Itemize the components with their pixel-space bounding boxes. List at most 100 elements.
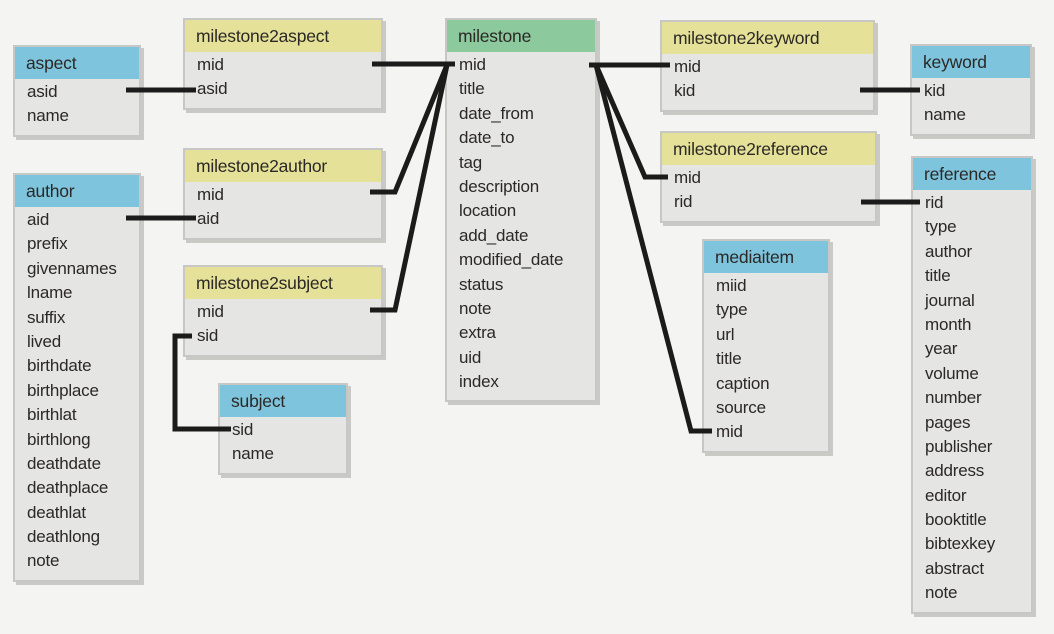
field-reference-number: number bbox=[925, 388, 982, 408]
field-reference-title: title bbox=[925, 266, 951, 286]
field-milestone-note: note bbox=[459, 298, 492, 318]
field-milestone2aspect-asid: asid bbox=[197, 79, 228, 99]
field-milestone-index: index bbox=[459, 372, 499, 392]
relationship-milestone.mid-to-milestone2reference.mid[interactable] bbox=[593, 63, 668, 180]
relationship-milestone2subject.sid-to-subject.sid[interactable] bbox=[172, 333, 231, 432]
table-header-milestone2aspect: milestone2aspect bbox=[185, 20, 381, 52]
field-reference-abstract: abstract bbox=[925, 558, 984, 578]
field-reference-address: address bbox=[925, 461, 985, 481]
table-keyword[interactable]: keyword kid name bbox=[910, 44, 1032, 136]
field-author-deathplace: deathplace bbox=[27, 478, 109, 498]
table-header-subject: subject bbox=[220, 385, 346, 417]
field-author-deathdate: deathdate bbox=[27, 453, 101, 473]
table-fields-milestone2aspect: mid asid bbox=[185, 52, 381, 108]
field-milestone2author-aid: aid bbox=[197, 209, 220, 229]
field-milestone-modified_date: modified_date bbox=[459, 250, 564, 270]
field-mediaitem-title: title bbox=[716, 349, 742, 369]
field-author-aid: aid bbox=[27, 210, 50, 229]
field-milestone-title: title bbox=[459, 79, 485, 99]
table-header-author: author bbox=[15, 175, 139, 207]
field-author-deathlong: deathlong bbox=[27, 527, 100, 547]
field-milestone2author-mid: mid bbox=[197, 185, 224, 204]
table-milestone2aspect[interactable]: milestone2aspect mid asid bbox=[183, 18, 383, 110]
field-milestone-date_to: date_to bbox=[459, 128, 515, 148]
field-milestone2keyword-kid: kid bbox=[674, 81, 696, 101]
field-milestone2subject-mid: mid bbox=[197, 302, 224, 321]
table-fields-milestone2subject: mid sid bbox=[185, 299, 381, 355]
field-reference-author: author bbox=[925, 241, 973, 261]
table-fields-aspect: asid name bbox=[15, 79, 139, 135]
field-aspect-asid: asid bbox=[27, 82, 58, 101]
field-mediaitem-source: source bbox=[716, 397, 766, 417]
field-milestone-add_date: add_date bbox=[459, 225, 529, 245]
field-reference-year: year bbox=[925, 339, 958, 359]
table-header-milestone: milestone bbox=[447, 20, 595, 52]
table-header-milestone2keyword: milestone2keyword bbox=[662, 22, 873, 54]
field-subject-sid: sid bbox=[232, 420, 254, 439]
field-author-birthdate: birthdate bbox=[27, 356, 92, 376]
field-milestone-location: location bbox=[459, 201, 516, 221]
field-keyword-name: name bbox=[924, 105, 966, 125]
field-mediaitem-type: type bbox=[716, 300, 748, 320]
table-header-milestone2author: milestone2author bbox=[185, 150, 381, 182]
field-mediaitem-url: url bbox=[716, 324, 735, 344]
field-author-prefix: prefix bbox=[27, 234, 68, 254]
field-author-birthplace: birthplace bbox=[27, 380, 99, 400]
field-reference-publisher: publisher bbox=[925, 436, 993, 456]
table-milestone2subject[interactable]: milestone2subject mid sid bbox=[183, 265, 383, 357]
table-milestone2keyword[interactable]: milestone2keyword mid kid bbox=[660, 20, 875, 112]
table-header-milestone2reference: milestone2reference bbox=[662, 133, 875, 165]
field-author-givennames: givennames bbox=[27, 258, 117, 278]
field-author-deathlat: deathlat bbox=[27, 502, 86, 522]
table-fields-milestone2keyword: mid kid bbox=[662, 54, 873, 110]
field-milestone2keyword-mid: mid bbox=[674, 57, 701, 76]
field-reference-editor: editor bbox=[925, 485, 967, 505]
field-milestone-extra: extra bbox=[459, 323, 496, 343]
field-reference-pages: pages bbox=[925, 412, 971, 432]
field-mediaitem-caption: caption bbox=[716, 373, 770, 393]
table-fields-milestone2author: mid aid bbox=[185, 182, 381, 238]
field-reference-volume: volume bbox=[925, 363, 979, 383]
table-header-mediaitem: mediaitem bbox=[704, 241, 828, 273]
field-author-lname: lname bbox=[27, 283, 73, 303]
field-milestone2aspect-mid: mid bbox=[197, 55, 224, 74]
field-author-lived: lived bbox=[27, 331, 61, 351]
field-reference-booktitle: booktitle bbox=[925, 510, 987, 530]
field-milestone-description: description bbox=[459, 176, 540, 196]
table-author[interactable]: author aid prefix givennames lname suffix live… bbox=[13, 173, 141, 582]
field-milestone-mid: mid bbox=[459, 55, 486, 74]
table-header-keyword: keyword bbox=[912, 46, 1030, 78]
field-reference-journal: journal bbox=[925, 290, 975, 310]
field-keyword-kid: kid bbox=[924, 81, 946, 100]
field-reference-month: month bbox=[925, 314, 972, 334]
field-milestone-tag: tag bbox=[459, 152, 483, 172]
field-reference-bibtexkey: bibtexkey bbox=[925, 534, 996, 554]
table-header-milestone2subject: milestone2subject bbox=[185, 267, 381, 299]
field-milestone2subject-sid: sid bbox=[197, 326, 219, 346]
relationship-milestone2author.mid-to-milestone.mid[interactable] bbox=[370, 64, 450, 195]
field-author-suffix: suffix bbox=[27, 307, 66, 327]
table-milestone2author[interactable]: milestone2author mid aid bbox=[183, 148, 383, 240]
field-milestone2reference-mid: mid bbox=[674, 168, 701, 187]
relationship-milestone.mid-to-mediaitem.mid[interactable] bbox=[593, 64, 712, 434]
field-mediaitem-miid: miid bbox=[716, 276, 747, 295]
field-author-birthlat: birthlat bbox=[27, 405, 77, 425]
table-header-reference: reference bbox=[913, 158, 1031, 190]
relationship-milestone2subject.mid-to-milestone.mid[interactable] bbox=[370, 64, 450, 313]
field-aspect-name: name bbox=[27, 106, 69, 126]
field-author-note: note bbox=[27, 551, 60, 571]
field-milestone-date_from: date_from bbox=[459, 103, 534, 123]
field-author-birthlong: birthlong bbox=[27, 429, 91, 449]
